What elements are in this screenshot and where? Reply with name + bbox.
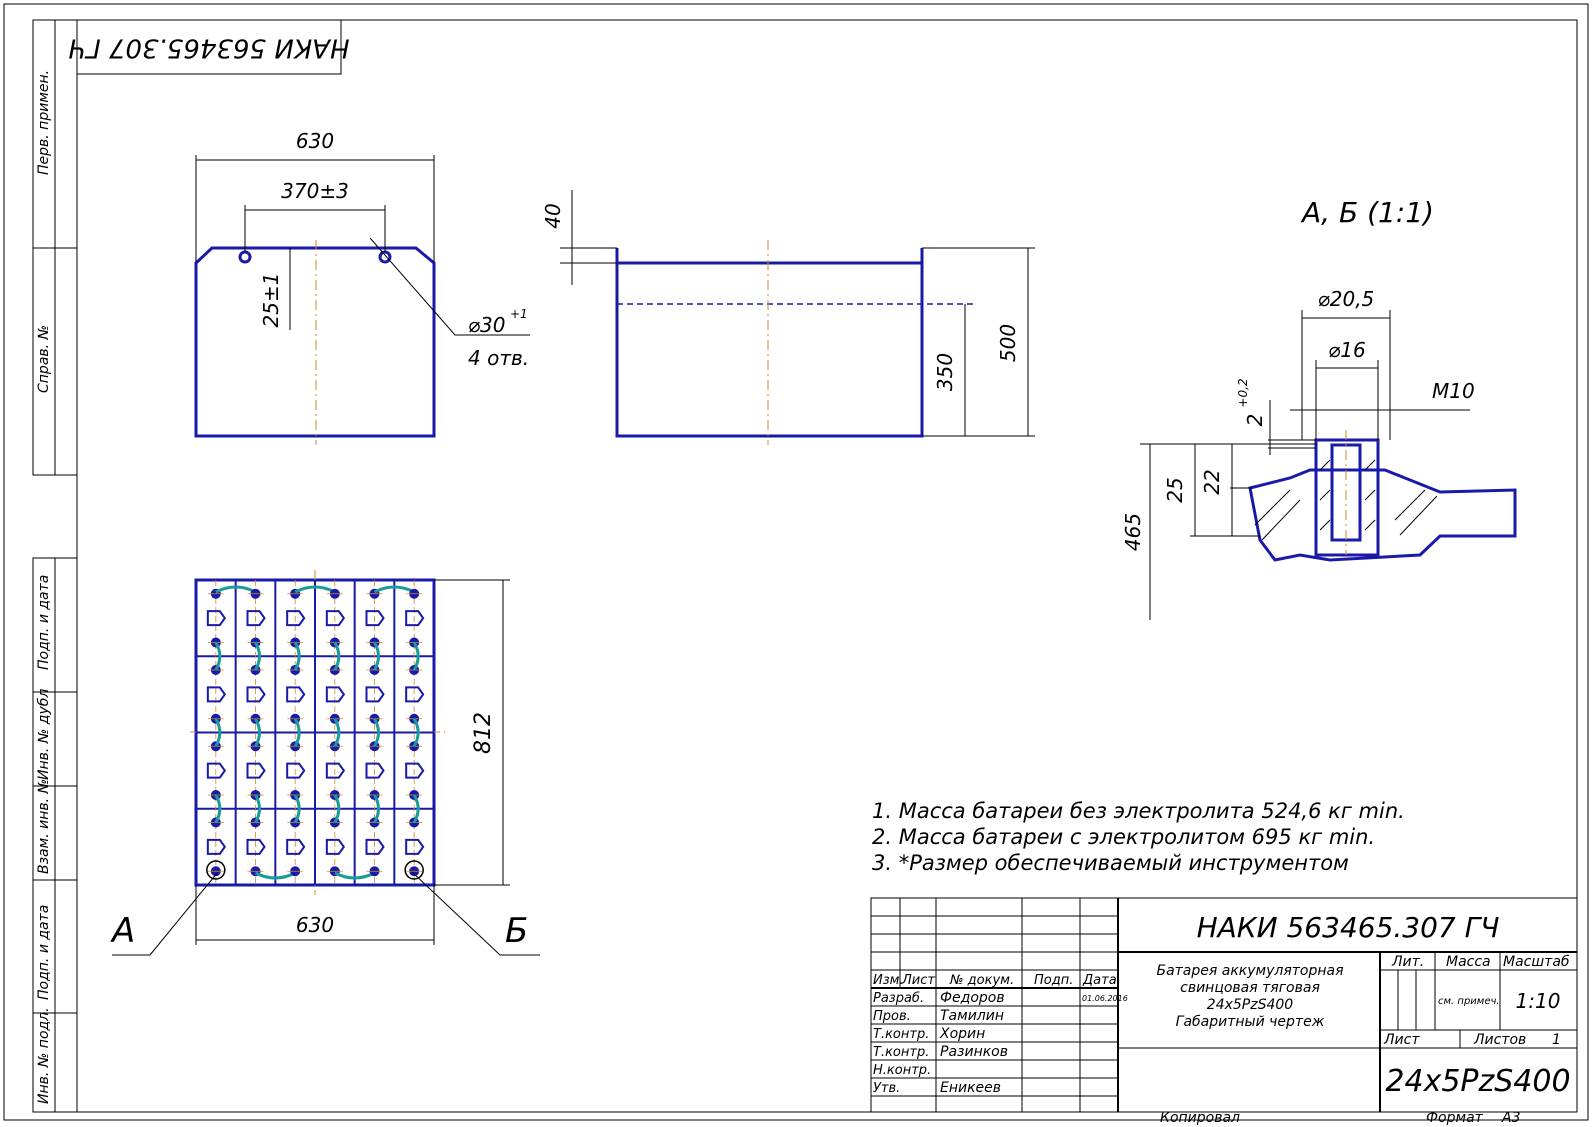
- detail-thread: М10: [1432, 379, 1475, 403]
- side-label: Подп. и дата: [36, 575, 52, 670]
- tb-description: свинцовая тяговая: [1180, 980, 1320, 996]
- tb-name: Еникеев: [940, 1080, 1001, 1096]
- tb-description: Батарея аккумуляторная: [1156, 963, 1343, 979]
- top-stamp: НАКИ 563465.307 ГЧ: [68, 19, 350, 75]
- plan-view: 812 630 А Б: [110, 570, 540, 956]
- tb-doc-number: НАКИ 563465.307 ГЧ: [1197, 911, 1500, 944]
- tb-hdr-date: Дата: [1082, 973, 1117, 988]
- detail-title: А, Б (1:1): [1300, 196, 1434, 229]
- tb-sheets: Листов: [1473, 1032, 1526, 1048]
- tb-mass: Масса: [1446, 954, 1491, 970]
- tb-sheet: Лист: [1383, 1032, 1420, 1048]
- front-view: 630 370±3 25±1 ⌀30 +1 4 отв.: [194, 129, 530, 445]
- tb-scale-label: Масштаб: [1503, 954, 1570, 970]
- dim-side-lip: 40: [541, 203, 565, 228]
- tb-role: Утв.: [873, 1081, 900, 1096]
- detail-h22: 22: [1200, 469, 1224, 494]
- cell-grid: [196, 580, 434, 885]
- side-label: Перв. примен.: [36, 70, 52, 175]
- dim-hole-offset: 25±1: [259, 273, 283, 328]
- dim-plan-width: 630: [296, 913, 334, 937]
- note-line: 3. *Размер обеспечиваемый инструментом: [872, 851, 1349, 875]
- tb-hdr-list: Лист: [901, 973, 935, 988]
- side-label: Инв. № дубл: [36, 689, 52, 780]
- dim-plan-height: 812: [471, 712, 496, 754]
- dim-hole-dia-tol: +1: [510, 307, 528, 321]
- tb-hdr-izm: Изм.: [873, 973, 904, 988]
- side-label: Справ. №: [36, 325, 52, 393]
- dim-hole-count: 4 отв.: [468, 346, 529, 370]
- note-line: 2. Масса батареи с электролитом 695 кг m…: [872, 825, 1375, 849]
- detail-h25: 25: [1163, 477, 1187, 502]
- detail-h465: 465: [1121, 513, 1145, 551]
- tb-name: Федоров: [940, 990, 1005, 1006]
- dim-side-height: 500: [996, 324, 1020, 362]
- side-label: Подп. и дата: [36, 905, 52, 1000]
- tb-copied: Копировал: [1160, 1110, 1240, 1126]
- tb-format: Формат: [1426, 1110, 1484, 1126]
- top-stamp-text: НАКИ 563465.307 ГЧ: [68, 33, 349, 63]
- tb-role: Пров.: [873, 1009, 911, 1024]
- tb-role: Т.контр.: [873, 1045, 929, 1060]
- tb-sheets-value: 1: [1552, 1032, 1561, 1048]
- tb-role: Разраб.: [873, 991, 924, 1006]
- tb-description: 24x5PzS400: [1207, 997, 1293, 1013]
- side-label: Инв. № подл.: [36, 1007, 52, 1104]
- notes: 1. Масса батареи без электролита 524,6 к…: [872, 799, 1405, 875]
- tb-hdr-doc: № докум.: [949, 973, 1014, 988]
- dim-side-inner: 350: [933, 353, 957, 391]
- callout-b: Б: [505, 911, 528, 951]
- tb-scale-value: 1:10: [1516, 989, 1561, 1013]
- tb-designation: 24x5PzS400: [1385, 1064, 1570, 1099]
- dim-top-width: 630: [296, 129, 334, 153]
- tb-name: Разинков: [940, 1044, 1008, 1060]
- note-line: 1. Масса батареи без электролита 524,6 к…: [872, 799, 1405, 823]
- tb-name: Тамилин: [940, 1008, 1004, 1024]
- tb-role: Т.контр.: [873, 1027, 929, 1042]
- side-strip: Перв. примен. Справ. № Подп. и дата Инв.…: [32, 19, 78, 1113]
- tb-role: Н.контр.: [873, 1063, 931, 1078]
- tb-description: Габаритный чертеж: [1176, 1014, 1325, 1030]
- sheet-border: [3, 3, 1589, 1121]
- tb-name: Хорин: [939, 1026, 985, 1042]
- side-view: 40 350 500: [541, 190, 1035, 445]
- title-block: НАКИ 563465.307 ГЧ Изм. Лист № докум. По…: [870, 897, 1578, 1126]
- dim-hole-dia: ⌀30: [468, 313, 506, 337]
- side-label: Взам. инв. №: [36, 779, 52, 874]
- detail-view: А, Б (1:1) ⌀20,5 ⌀16 М10 2 +0,2: [1121, 196, 1517, 620]
- dim-hole-spacing: 370±3: [281, 179, 349, 203]
- callout-a: А: [110, 911, 135, 951]
- detail-outer-dia: ⌀20,5: [1318, 287, 1375, 311]
- tb-format-value: А3: [1501, 1110, 1520, 1126]
- tb-date-value: 01.06.2016: [1082, 994, 1128, 1003]
- detail-inner-dia: ⌀16: [1328, 338, 1366, 362]
- detail-gap: 2: [1243, 414, 1267, 427]
- detail-gap-tol: +0,2: [1236, 378, 1250, 407]
- tb-lit: Лит.: [1391, 954, 1424, 970]
- tb-hdr-sign: Подп.: [1034, 973, 1073, 988]
- tb-mass-value: см. примеч.: [1438, 996, 1500, 1007]
